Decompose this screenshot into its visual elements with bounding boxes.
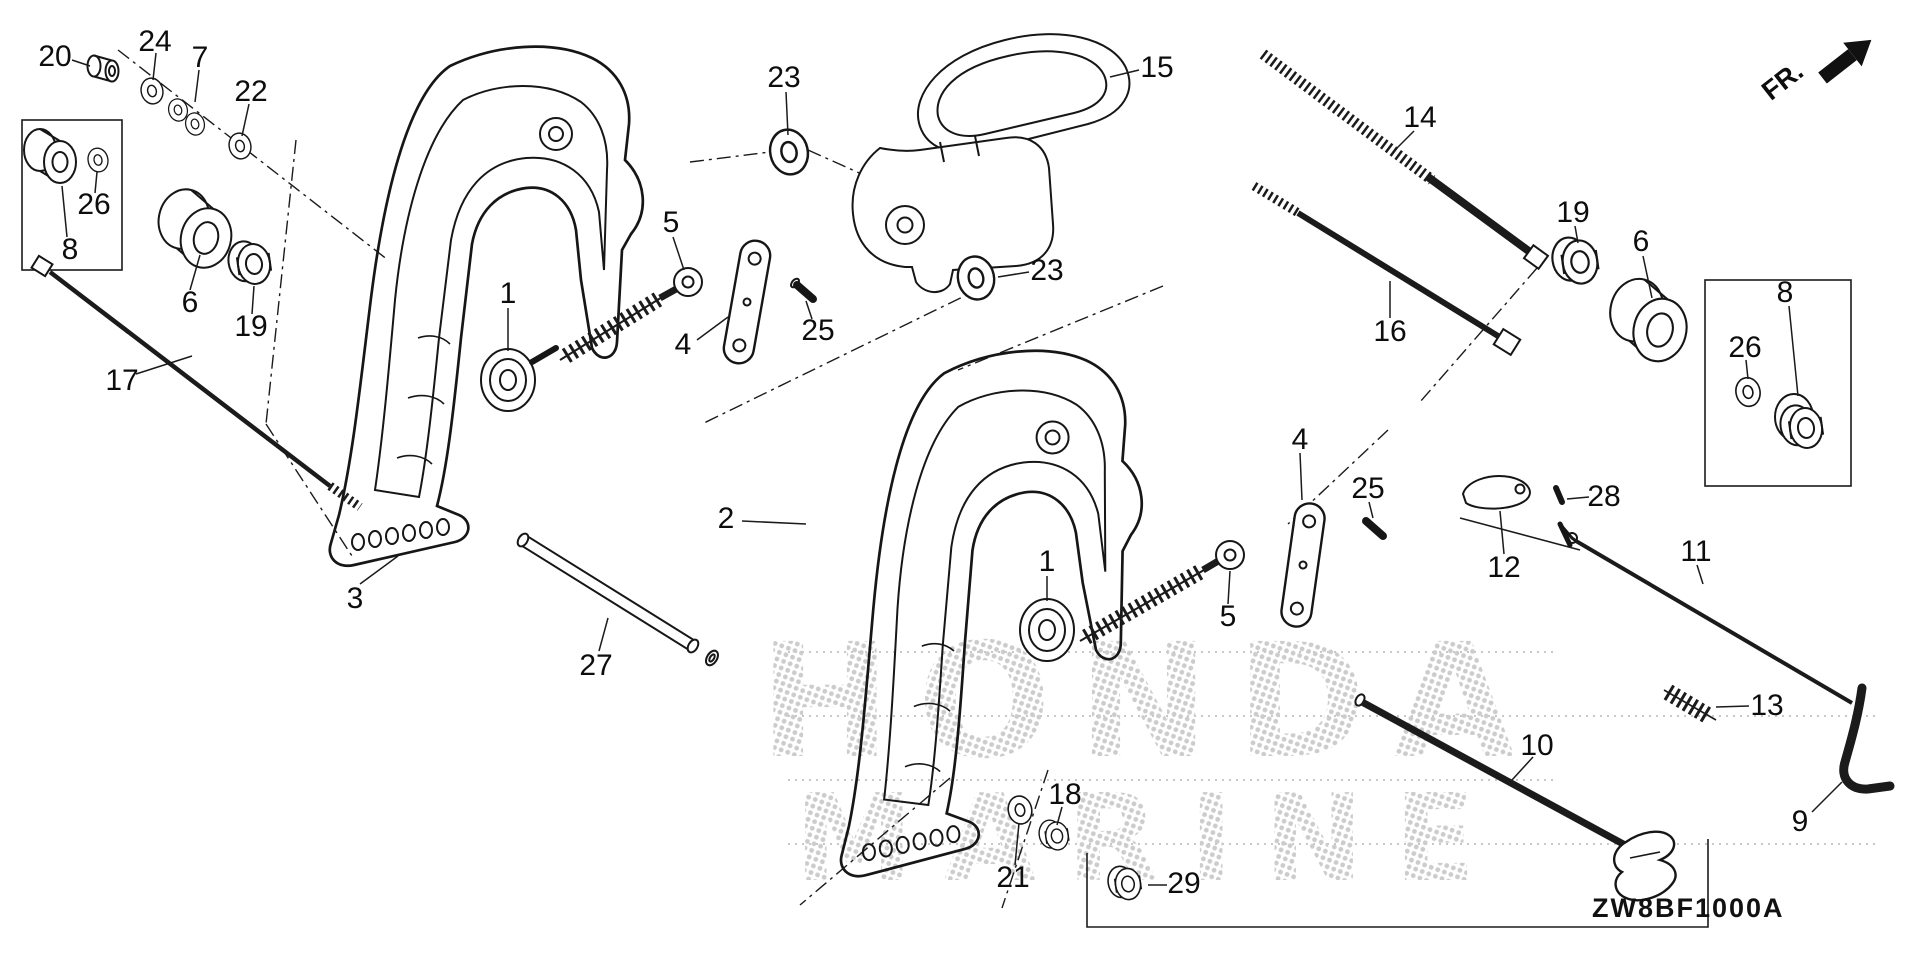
callout-6: 6 [1632, 225, 1650, 258]
callout-25: 25 [801, 314, 835, 347]
callout-25: 25 [1351, 472, 1385, 505]
swivel-case-15 [851, 33, 1131, 293]
flange-nut-8-right [1774, 393, 1826, 453]
callout-3: 3 [346, 582, 364, 615]
callout-23: 23 [767, 61, 801, 94]
callout-10: 10 [1520, 729, 1554, 762]
callout-15: 15 [1140, 51, 1174, 84]
callout-14: 14 [1403, 101, 1437, 134]
watermark-line1: HONDA [759, 610, 1541, 794]
swivel-lock-rod-10 [1354, 693, 1677, 902]
callout-11: 11 [1680, 535, 1712, 568]
diagram-code: ZW8BF1000A [1592, 893, 1785, 923]
lock-lever-9 [1839, 683, 1895, 794]
callout-28: 28 [1587, 480, 1621, 513]
callout-27: 27 [579, 649, 613, 682]
callout-20: 20 [38, 40, 72, 73]
bushing-8-left [23, 128, 77, 184]
callout-29: 29 [1167, 867, 1201, 900]
callout-18: 18 [1048, 778, 1082, 811]
callout-6: 6 [181, 286, 199, 319]
callout-5: 5 [662, 206, 680, 239]
callout-1: 1 [1038, 545, 1056, 578]
spring-13 [1663, 684, 1717, 725]
clamp-screw-left-5 [559, 267, 703, 363]
callout-7: 7 [191, 41, 209, 74]
callout-1: 1 [499, 277, 517, 310]
tube-27 [516, 532, 719, 667]
construction-lines [117, 49, 1538, 909]
pin-25-right [1362, 517, 1387, 540]
cap-nut-20 [86, 54, 120, 83]
leader-lines [61, 52, 1843, 886]
callout-26: 26 [1728, 331, 1762, 364]
callout-2: 2 [717, 502, 735, 535]
clamp-screw-right-5 [1079, 540, 1245, 644]
clamp-bolt-17 [30, 254, 363, 511]
callout-9: 9 [1791, 805, 1809, 838]
callout-13: 13 [1750, 689, 1784, 722]
callout-19: 19 [234, 310, 268, 343]
callout-8: 8 [1776, 276, 1794, 309]
callout-24: 24 [138, 25, 172, 58]
bolt-16 [1251, 182, 1522, 357]
pin-25-left [790, 277, 817, 303]
link-plate-left-4 [722, 239, 772, 365]
pin-28 [1553, 485, 1573, 548]
callout-4: 4 [1291, 423, 1309, 456]
callout-12: 12 [1487, 551, 1521, 584]
callout-4: 4 [674, 328, 692, 361]
callout-23: 23 [1030, 254, 1064, 287]
callout-19: 19 [1556, 196, 1590, 229]
callout-26: 26 [77, 188, 111, 221]
callout-22: 22 [234, 75, 268, 108]
link-plate-right-4 [1280, 502, 1326, 628]
callout-16: 16 [1373, 315, 1407, 348]
callout-5: 5 [1219, 600, 1237, 633]
callout-17: 17 [105, 364, 139, 397]
stud-bolt-14 [1259, 49, 1550, 271]
callout-8: 8 [61, 233, 79, 266]
blade-12 [1459, 475, 1581, 551]
group-boxes [21, 119, 1852, 928]
fr-arrow-icon [1818, 39, 1872, 84]
callout-21: 21 [996, 861, 1030, 894]
